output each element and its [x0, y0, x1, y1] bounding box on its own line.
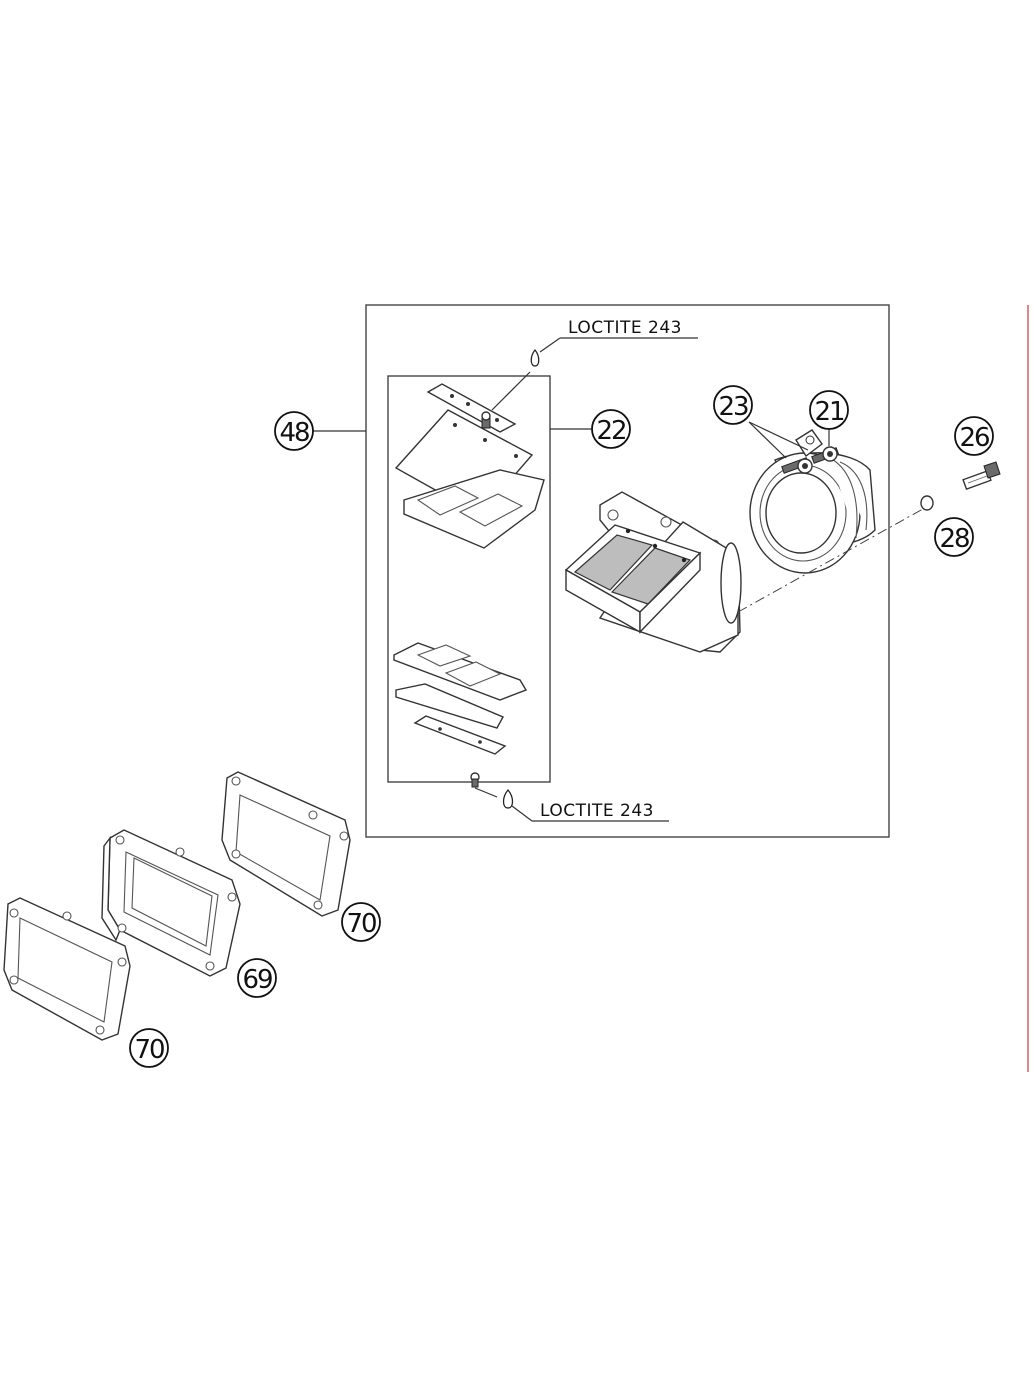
assembly-frame-48 [365, 304, 890, 838]
callout-22: 22 [591, 409, 631, 449]
callout-69: 69 [237, 958, 277, 998]
assembly-frame-22 [387, 375, 551, 783]
intake-manifold [749, 429, 876, 574]
svg-text:21: 21 [814, 397, 844, 427]
reed-valve-upper-parts [394, 348, 545, 549]
svg-text:48: 48 [279, 418, 309, 448]
callout-48: 48 [274, 411, 314, 451]
callout-70-lower: 70 [129, 1028, 169, 1068]
svg-text:69: 69 [242, 965, 272, 995]
loctite-drop-top-icon [530, 348, 540, 367]
gasket-70-lower [3, 897, 131, 1041]
washer-28 [920, 495, 934, 511]
bolt-26 [962, 461, 1001, 491]
callout-21: 21 [809, 390, 849, 430]
reed-block-housing [564, 491, 742, 653]
svg-text:LOCTITE 243: LOCTITE 243 [540, 801, 654, 821]
note-loctite-bottom: LOCTITE 243 [511, 801, 669, 822]
callout-26: 26 [954, 416, 994, 456]
loctite-drop-bottom-icon [502, 789, 514, 809]
reed-valve-lower-parts [393, 642, 528, 809]
svg-text:22: 22 [596, 416, 625, 446]
svg-text:23: 23 [718, 392, 748, 422]
assembly-centerline [737, 504, 931, 613]
svg-text:70: 70 [346, 909, 376, 939]
note-loctite-top: LOCTITE 243 [539, 318, 698, 353]
svg-text:LOCTITE 243: LOCTITE 243 [568, 318, 682, 338]
leader-23b [748, 421, 809, 451]
leader-23a [748, 421, 787, 459]
svg-text:26: 26 [959, 423, 989, 453]
callout-23: 23 [713, 385, 753, 425]
gasket-69-spacer [101, 829, 241, 977]
svg-text:28: 28 [939, 524, 969, 554]
gasket-70-upper [221, 771, 351, 917]
callout-28: 28 [934, 517, 974, 557]
callout-70-upper: 70 [341, 902, 381, 942]
svg-text:70: 70 [134, 1035, 164, 1065]
